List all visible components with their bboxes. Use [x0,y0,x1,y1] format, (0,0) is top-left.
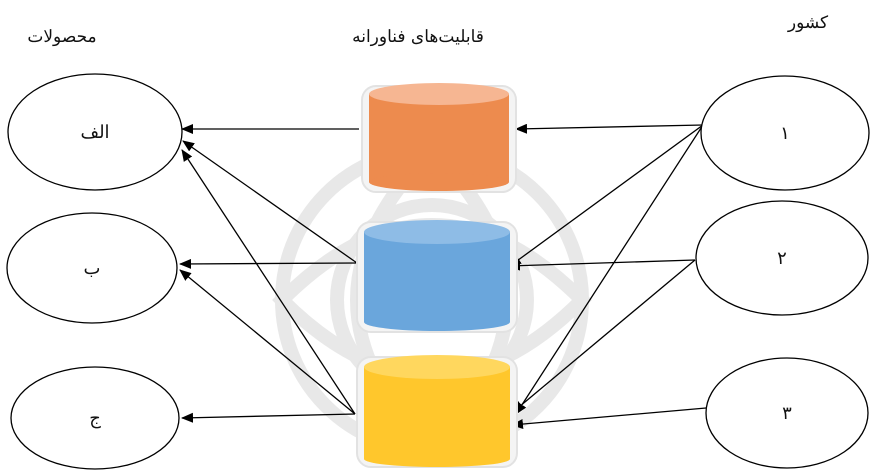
country-node-3: ۳ [705,357,869,469]
edge-capability-to-product [179,258,358,269]
edge-country-to-capability [508,259,696,271]
product-node-alef: الف [7,73,183,191]
edge-country-to-capability [511,407,707,430]
edge-country-to-capability [509,124,704,267]
capability-cylinder-yellow [356,355,518,468]
product-node-be: ب [6,212,178,324]
country-label: ۲ [777,248,787,269]
edges-layer [179,123,707,430]
edge-country-to-capability [515,124,704,415]
edge-capability-to-product [181,412,356,423]
countries-header: کشور [787,13,829,33]
country-node-2: ۲ [695,200,869,316]
edge-capability-to-product [182,140,358,264]
capability-cylinder-orange [361,83,517,193]
edge-country-to-capability [515,123,704,134]
country-label: ۳ [782,403,792,424]
country-node-1: ۱ [700,75,870,191]
product-label: ج [89,408,101,429]
edge-capability-to-product [179,269,356,415]
edge-capability-to-product [181,149,356,415]
capabilities-header: قابلیت‌های فناورانه [352,27,484,47]
product-label: الف [80,122,109,143]
capability-cylinder-blue [356,220,518,333]
edge-country-to-capability [512,259,696,413]
product-node-jim: ج [10,366,180,470]
country-label: ۱ [780,123,790,144]
products-header: محصولات [27,27,96,47]
product-label: ب [84,258,101,279]
